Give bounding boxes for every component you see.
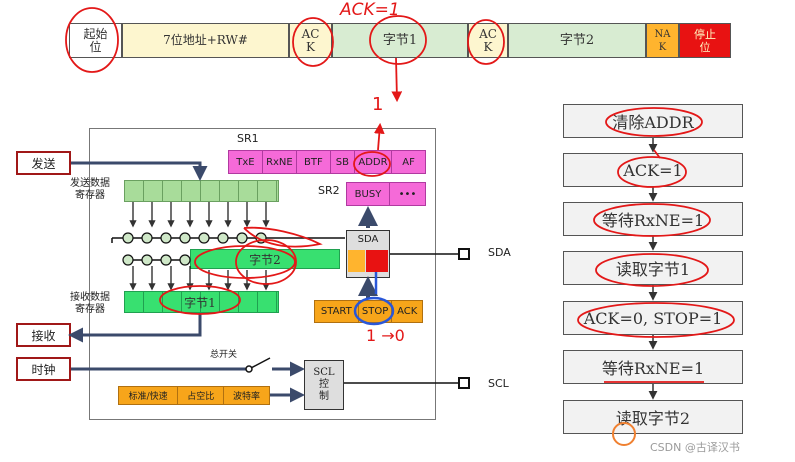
clk-bit-baud: 波特率 [233,392,261,402]
sr1-label: SR1 [237,132,259,145]
hand-circle-clear-addr [605,107,703,137]
hand-circle-stop [353,296,395,326]
frame-start-bit: 起始 位 [69,23,122,58]
frame-byte-2: 字节2 [508,23,646,58]
sda-pin [458,248,470,260]
sda-block-label: SDA [357,234,379,245]
annotation-stop-1-to-0: 1 →0 [366,326,405,345]
hand-circle-shift [235,239,297,285]
sr1-bit-btf: BTF [297,151,331,173]
hand-annotations [65,7,735,383]
flow-step-clear-addr: 清除ADDR [563,104,743,138]
hand-arrow-down [391,57,403,103]
hand-circle-start [65,7,119,73]
sr2-register: BUSY ••• [346,182,426,206]
frame-byte-1: 字节1 [332,23,468,58]
tx-bit-arrows [129,202,270,228]
rx-data-register [124,291,279,313]
annotation-ack-1: ACK=1 [340,0,400,20]
send-wire [71,161,208,181]
hand-circle-rx-byte [159,285,241,315]
frame-address-field: 7位地址+RW# [122,23,289,58]
sr1-bit-af: AF [402,156,415,168]
main-switch-lever [250,357,271,369]
clk-bit-speed: 标准/快速 [119,387,179,404]
flow-step-ack0-stop1: ACK=0, STOP=1 [563,301,743,335]
sda-bit-red [366,250,388,272]
flow-step-read-byte-2: 读取字节2 [563,400,743,434]
hand-circle-orange [612,422,636,446]
hand-underline-ack [653,149,661,159]
scl-control-label: SCL 控 制 [313,367,335,402]
shift-register-byte: 字节2 [249,252,281,267]
sr2-bit-more: ••• [398,188,417,200]
sda-bit-yellow [348,250,365,272]
clk-bit-duty: 占空比 [178,387,225,404]
frame-stop-bit: 停止 位 [679,23,731,58]
sr2-label: SR2 [318,184,340,197]
hand-circle-addr [353,151,391,177]
tx-register-label: 发送数据 寄存器 [70,178,110,201]
rx-bit-arrows [129,266,270,291]
scl-pin [458,377,470,389]
hand-arrow-up [373,122,385,151]
flow-step-read-byte-1: 读取字节1 [563,251,743,285]
hand-scribble [243,226,323,248]
sr1-register: TxE RxNE BTF SB ADDR AF [228,150,426,174]
sr1-bit-txe: TxE [229,151,263,173]
send-label: 发送 [16,151,71,175]
clock-config-register: 标准/快速 占空比 波特率 [118,386,270,405]
flow-step-wait-rxne-2: 等待RxNE=1 [563,350,743,384]
ctrl-bit-ack: ACK [397,306,418,317]
sda-pin-label: SDA [488,246,511,259]
hand-circle-read-byte1 [595,253,709,287]
sr2-bit-busy: BUSY [347,183,390,205]
main-switch-label: 总开关 [210,350,238,360]
scl-control-block [304,360,344,410]
scl-pin-label: SCL [488,377,509,390]
tx-data-register [124,180,279,202]
hand-circle-wait-rxne [593,203,711,237]
hand-circle-ack0-stop [577,302,735,338]
main-switch-pivot [245,365,253,373]
annotation-one: 1 [372,94,384,115]
ctrl-bit-start: START [315,301,359,322]
flow-step-wait-rxne-1: 等待RxNE=1 [563,202,743,236]
rx-nodes [122,254,191,266]
rx-register-byte: 字节1 [184,295,216,310]
frame-nak: NA K [646,23,679,58]
sr1-bit-addr: ADDR [355,151,393,173]
hand-circle-shift-2 [194,245,296,279]
sr1-bit-rxne: RxNE [263,151,297,173]
hand-circle-ack2 [467,19,505,65]
hand-circle-ack1-step [617,156,687,188]
watermark: CSDN @古译汉书 [650,441,740,454]
hand-circle-ack1 [292,17,334,67]
hand-circle-byte1 [369,15,427,65]
clock-label: 时钟 [16,357,71,381]
rx-register-label: 接收数据 寄存器 [70,292,110,315]
receive-wire [68,313,202,343]
